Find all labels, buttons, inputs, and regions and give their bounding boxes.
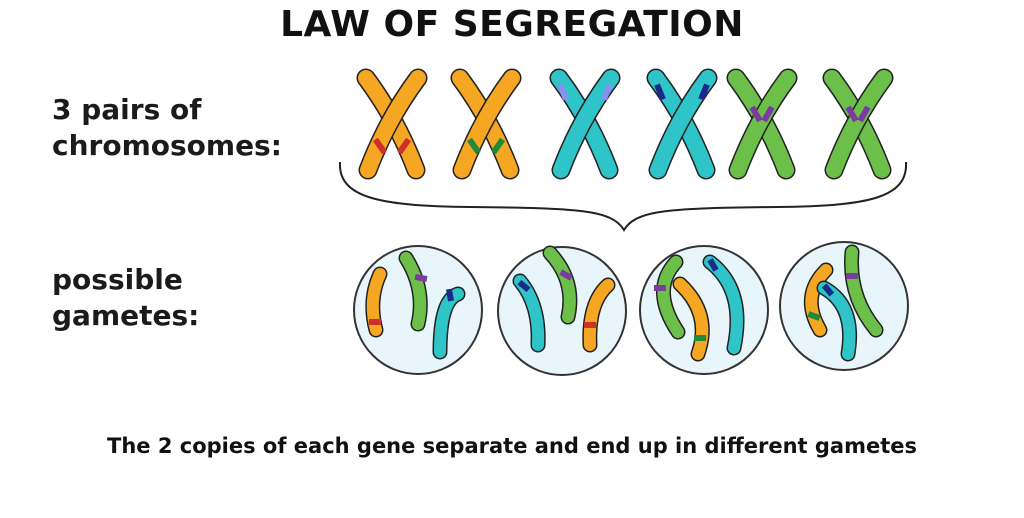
gene-band xyxy=(807,311,821,321)
gene-band xyxy=(654,285,666,291)
gene-band xyxy=(517,279,531,293)
gene-band xyxy=(654,83,666,101)
green-chromatid xyxy=(544,247,576,323)
chromatid-right xyxy=(553,70,619,178)
gene-band xyxy=(396,137,412,155)
gene-band xyxy=(414,274,428,282)
gene-band xyxy=(857,105,871,123)
gamete-cells xyxy=(353,241,909,376)
green-chromatid xyxy=(845,246,882,336)
gametes-label-line1: possible xyxy=(52,263,183,296)
gene-band xyxy=(698,83,710,101)
gamete-4 xyxy=(779,241,909,371)
gene-band xyxy=(372,137,388,155)
orange-chromatid xyxy=(583,279,614,351)
gene-band xyxy=(601,83,613,101)
gene-band xyxy=(557,83,569,101)
gene-band xyxy=(846,273,858,279)
orange-chromatid xyxy=(674,278,709,360)
chromatid-right xyxy=(826,70,892,178)
chromosome-1 xyxy=(356,68,428,180)
chromosome-label-line2: chromosomes: xyxy=(52,129,282,162)
gamete-2 xyxy=(497,245,627,376)
chromosome-5 xyxy=(726,68,798,180)
chromosome-6 xyxy=(822,68,894,180)
gene-band xyxy=(761,105,775,123)
gamete-1 xyxy=(353,245,483,375)
gene-band xyxy=(749,105,763,123)
chromatid-right xyxy=(730,70,796,178)
chromatid-right xyxy=(650,70,716,178)
teal-chromatid xyxy=(434,288,464,358)
chromatid-right xyxy=(360,70,426,178)
gene-band xyxy=(369,319,381,325)
gene-band xyxy=(694,335,706,341)
gene-band xyxy=(821,283,835,297)
gametes-label-line2: gametes: xyxy=(52,299,200,332)
gene-band xyxy=(466,137,482,155)
chromosome-4 xyxy=(646,68,718,180)
page-title: LAW OF SEGREGATION xyxy=(280,4,744,45)
grouping-brace xyxy=(338,161,908,232)
gamete-3 xyxy=(639,245,769,375)
gene-band xyxy=(584,322,596,328)
caption: The 2 copies of each gene separate and e… xyxy=(107,434,917,458)
gene-band xyxy=(845,105,859,123)
chromosome-pairs xyxy=(356,68,894,180)
chromosome-label-line1: 3 pairs of xyxy=(52,93,202,126)
chromosome-3 xyxy=(549,68,621,180)
gene-band xyxy=(707,258,719,272)
gene-band xyxy=(446,288,454,302)
orange-chromatid xyxy=(805,264,832,336)
gametes-label: possible gametes: xyxy=(52,262,199,334)
orange-chromatid xyxy=(366,268,386,336)
gene-band xyxy=(559,269,573,281)
chromatid-right xyxy=(454,70,520,178)
chromosome-pairs-label: 3 pairs of chromosomes: xyxy=(52,92,282,164)
green-chromatid xyxy=(657,256,684,338)
chromosome-2 xyxy=(450,68,522,180)
gene-band xyxy=(490,137,506,155)
green-chromatid xyxy=(400,252,427,330)
